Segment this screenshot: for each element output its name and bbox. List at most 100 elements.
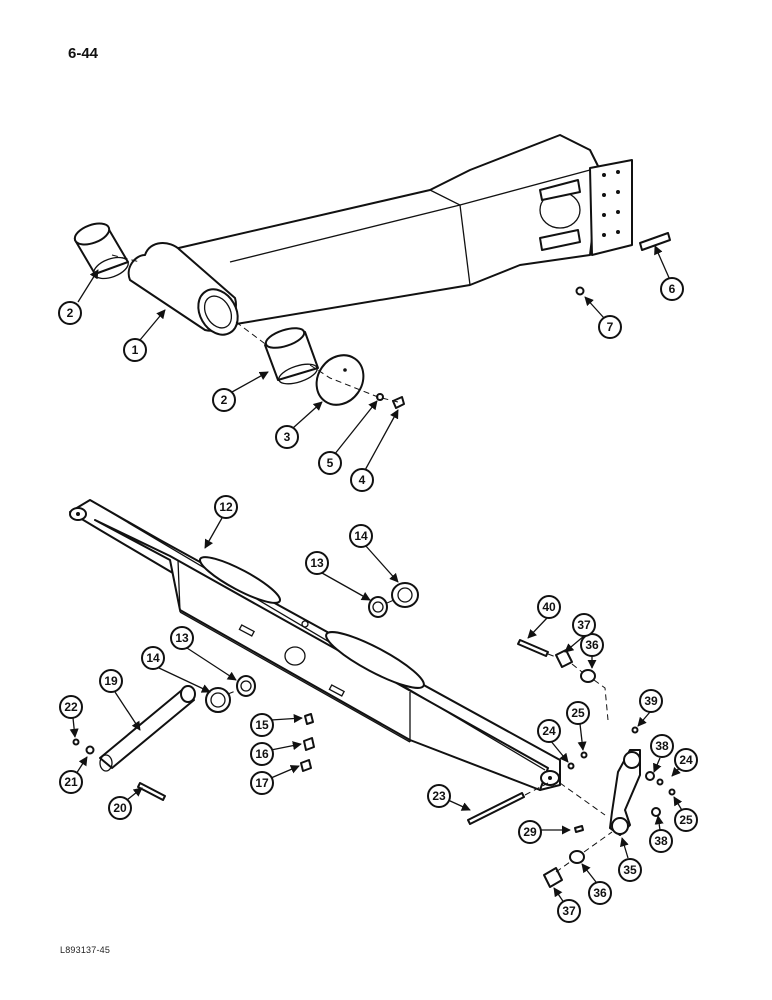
callout-12: 12	[214, 495, 238, 519]
bushing-part	[368, 596, 388, 618]
callout-38: 38	[650, 734, 674, 758]
fitting-part	[300, 759, 312, 772]
callout-6: 6	[660, 277, 684, 301]
svg-text:1: 1	[132, 343, 139, 357]
svg-text:19: 19	[104, 674, 118, 688]
cover-plate-part	[315, 354, 365, 406]
callout-2: 2	[58, 301, 82, 325]
bushing-part	[569, 850, 585, 864]
svg-text:20: 20	[113, 801, 127, 815]
nut-part	[668, 788, 676, 796]
svg-text:4: 4	[359, 473, 366, 487]
washer-part	[656, 778, 664, 786]
svg-text:36: 36	[593, 886, 607, 900]
washer-part	[205, 687, 231, 713]
svg-text:35: 35	[623, 863, 637, 877]
svg-text:38: 38	[654, 834, 668, 848]
svg-text:29: 29	[523, 825, 537, 839]
page-number: 6-44	[68, 45, 99, 62]
svg-text:21: 21	[64, 775, 78, 789]
callout-3: 3	[275, 425, 299, 449]
callout-29: 29	[518, 820, 542, 844]
callout-20: 20	[108, 796, 132, 820]
svg-text:38: 38	[655, 739, 669, 753]
callout-39: 39	[639, 689, 663, 713]
bushing-part	[555, 649, 573, 668]
bushing-part	[651, 807, 661, 817]
callout-13: 13	[305, 551, 329, 575]
pivot-pin-part	[99, 685, 196, 772]
callout-5: 5	[318, 451, 342, 475]
washer-part	[391, 582, 419, 608]
callout-2: 2	[212, 388, 236, 412]
svg-text:2: 2	[221, 393, 228, 407]
callout-15: 15	[250, 713, 274, 737]
callout-23: 23	[427, 784, 451, 808]
svg-text:36: 36	[585, 638, 599, 652]
svg-text:7: 7	[607, 320, 614, 334]
callout-24: 24	[537, 719, 561, 743]
callout-13: 13	[170, 626, 194, 650]
svg-text:13: 13	[175, 631, 189, 645]
callout-1: 1	[123, 338, 147, 362]
callout-25: 25	[566, 701, 590, 725]
bushing-part	[580, 669, 596, 683]
callout-36: 36	[588, 881, 612, 905]
svg-text:22: 22	[64, 700, 78, 714]
callout-21: 21	[59, 770, 83, 794]
svg-text:37: 37	[562, 904, 576, 918]
callout-14: 14	[141, 646, 165, 670]
washer-part	[567, 762, 575, 770]
callout-14: 14	[349, 524, 373, 548]
link-part	[609, 749, 641, 836]
callout-19: 19	[99, 669, 123, 693]
bushing-part	[73, 222, 129, 280]
svg-text:6: 6	[669, 282, 676, 296]
grease-fitting-part	[574, 825, 584, 833]
figure-code: L893137-45	[60, 945, 111, 955]
callout-17: 17	[250, 771, 274, 795]
grease-fitting-part	[304, 713, 314, 725]
svg-text:14: 14	[146, 651, 160, 665]
leader-lines	[69, 245, 684, 911]
svg-text:39: 39	[644, 694, 658, 708]
svg-text:12: 12	[219, 500, 233, 514]
shim-part	[639, 232, 671, 251]
callout-16: 16	[250, 742, 274, 766]
nut-part	[575, 286, 585, 296]
svg-text:2: 2	[67, 306, 74, 320]
bolt-part	[517, 639, 549, 657]
svg-text:37: 37	[577, 618, 591, 632]
svg-text:15: 15	[255, 718, 269, 732]
bushing-part	[543, 867, 563, 888]
svg-text:40: 40	[542, 600, 556, 614]
bushing-part	[645, 771, 655, 781]
nut-part	[85, 745, 95, 755]
svg-text:17: 17	[255, 776, 269, 790]
grease-fitting-part	[72, 738, 80, 746]
svg-text:3: 3	[284, 430, 291, 444]
bolt-part	[137, 782, 166, 801]
bushing-part	[236, 675, 256, 697]
callout-35: 35	[618, 858, 642, 882]
callout-38: 38	[649, 829, 673, 853]
grease-fitting-part	[631, 726, 639, 734]
svg-text:24: 24	[542, 724, 556, 738]
callout-36: 36	[580, 633, 604, 657]
callout-24: 24	[674, 748, 698, 772]
svg-text:13: 13	[310, 556, 324, 570]
bolt-part	[392, 396, 405, 409]
callout-37: 37	[557, 899, 581, 923]
callout-25: 25	[674, 808, 698, 832]
bushing-part	[264, 327, 319, 385]
callout-37: 37	[572, 613, 596, 637]
svg-text:24: 24	[679, 753, 693, 767]
axle-beam-part	[69, 499, 561, 791]
callout-40: 40	[537, 595, 561, 619]
svg-text:14: 14	[354, 529, 368, 543]
svg-text:25: 25	[571, 706, 585, 720]
svg-text:16: 16	[255, 747, 269, 761]
svg-text:25: 25	[679, 813, 693, 827]
callout-7: 7	[598, 315, 622, 339]
